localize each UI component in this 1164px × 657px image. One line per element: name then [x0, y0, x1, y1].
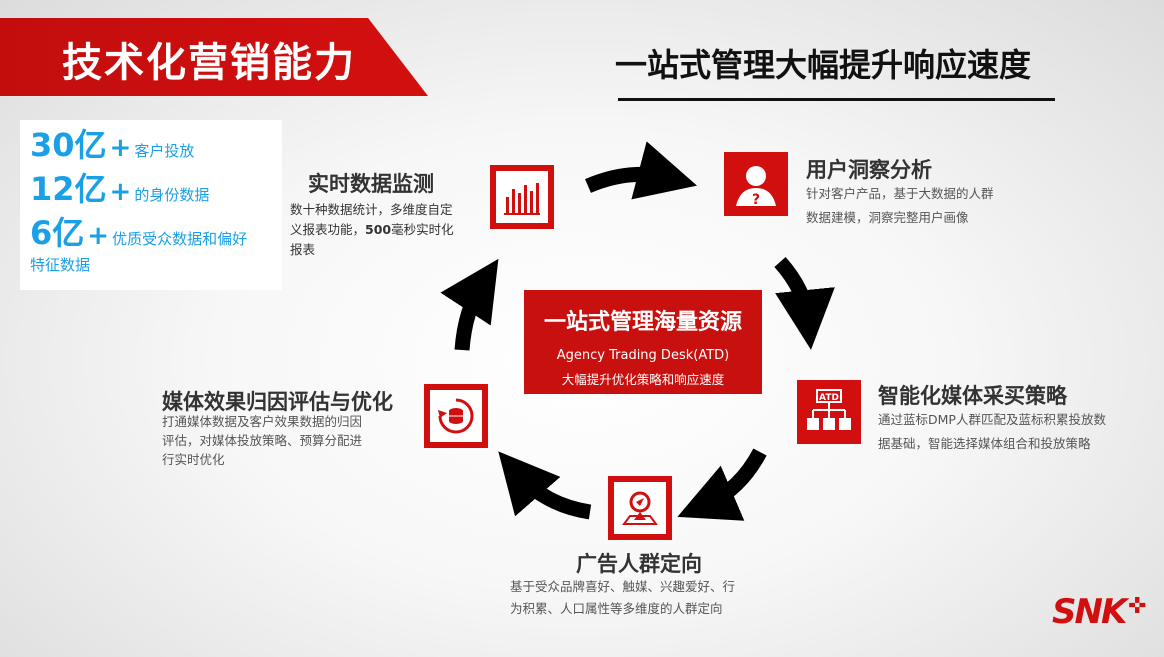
monitor-desc-line: 报表 — [290, 242, 316, 257]
stat-number: 6亿 — [30, 214, 85, 252]
refresh-database-icon — [424, 384, 488, 448]
svg-text:?: ? — [752, 192, 760, 208]
arrow-targeting-to-attribution — [498, 451, 592, 520]
buying-desc-line: 通过蓝标DMP人群匹配及蓝标积累投放数 — [878, 412, 1106, 427]
stat-plus: + — [109, 177, 132, 207]
insight-description: 针对客户产品，基于大数据的人群 数据建模，洞察完整用户画像 — [806, 182, 1046, 230]
page-headline: 一站式管理大幅提升响应速度 — [615, 46, 1032, 84]
arrow-monitor-to-insight — [585, 141, 698, 200]
stats-panel: 30亿 + 客户投放 12亿 + 的身份数据 6亿 + 优质受众数据和偏好 特征… — [20, 120, 282, 290]
attribution-desc-line: 行实时优化 — [162, 452, 225, 467]
stat-row: 12亿 + 的身份数据 — [30, 170, 282, 214]
monitor-title: 实时数据监测 — [308, 172, 434, 196]
monitor-desc-bold: 500 — [365, 222, 392, 237]
center-title: 一站式管理海量资源 — [543, 310, 742, 335]
attribution-description: 打通媒体数据及客户效果数据的归因 评估，对媒体投放策略、预算分配进 行实时优化 — [162, 412, 402, 469]
headline-divider — [618, 98, 1055, 101]
stat-plus: + — [109, 133, 132, 163]
targeting-desc-line: 基于受众品牌喜好、触媒、兴趣爱好、行 — [510, 579, 736, 594]
stat-number: 30亿 — [30, 126, 107, 164]
brand-logo: SNK — [1052, 592, 1127, 632]
center-panel: 一站式管理海量资源 Agency Trading Desk(ATD) 大幅提升优… — [524, 290, 762, 394]
insight-desc-line: 数据建模，洞察完整用户画像 — [806, 210, 969, 225]
header-banner — [0, 18, 428, 96]
targeting-description: 基于受众品牌喜好、触媒、兴趣爱好、行 为积累、人口属性等多维度的人群定向 — [510, 576, 790, 620]
attribution-title: 媒体效果归因评估与优化 — [162, 390, 393, 414]
attribution-desc-line: 评估，对媒体投放策略、预算分配进 — [162, 433, 363, 448]
buying-title: 智能化媒体采买策略 — [878, 384, 1067, 408]
monitor-desc-line: 毫秒实时化 — [391, 222, 454, 237]
bar-chart-icon — [490, 165, 554, 229]
insight-desc-line: 针对客户产品，基于大数据的人群 — [806, 186, 994, 201]
center-subtitle-secondary: 大幅提升优化策略和响应速度 — [561, 372, 725, 387]
attribution-desc-line: 打通媒体数据及客户效果数据的归因 — [162, 414, 363, 429]
targeting-desc-line: 为积累、人口属性等多维度的人群定向 — [510, 601, 723, 616]
monitor-desc-line: 义报表功能， — [290, 222, 366, 237]
arrow-insight-to-buying — [774, 257, 835, 350]
banner-title: 技术化营销能力 — [62, 40, 356, 86]
stat-label: 优质受众数据和偏好 — [112, 230, 248, 248]
monitor-description: 数十种数据统计，多维度自定 义报表功能，500毫秒实时化 报表 — [290, 200, 490, 260]
arrow-attribution-to-monitor — [440, 258, 499, 351]
brand-logo-mark-icon: ✜ — [1128, 594, 1147, 619]
location-target-icon — [608, 476, 672, 540]
user-question-icon: ? — [724, 152, 788, 216]
stat-plus: + — [87, 221, 110, 251]
center-subtitle: Agency Trading Desk(ATD) — [556, 348, 730, 363]
stat-row: 30亿 + 客户投放 — [30, 126, 282, 170]
stat-label-continued: 特征数据 — [30, 256, 91, 274]
atd-icon-label: ATD — [819, 393, 839, 403]
buying-desc-line: 据基础，智能选择媒体组合和投放策略 — [878, 436, 1091, 451]
buying-description: 通过蓝标DMP人群匹配及蓝标积累投放数 据基础，智能选择媒体组合和投放策略 — [878, 408, 1158, 456]
targeting-title: 广告人群定向 — [576, 552, 702, 576]
stat-row: 6亿 + 优质受众数据和偏好 — [30, 214, 282, 258]
atd-network-icon: ATD — [797, 380, 861, 444]
arrow-buying-to-targeting — [677, 448, 767, 521]
stat-label: 客户投放 — [134, 142, 195, 160]
stat-label: 的身份数据 — [134, 186, 210, 204]
insight-title: 用户洞察分析 — [806, 158, 932, 182]
header-banner-shade — [0, 18, 362, 96]
monitor-desc-line: 数十种数据统计，多维度自定 — [290, 202, 453, 217]
stat-number: 12亿 — [30, 170, 107, 208]
